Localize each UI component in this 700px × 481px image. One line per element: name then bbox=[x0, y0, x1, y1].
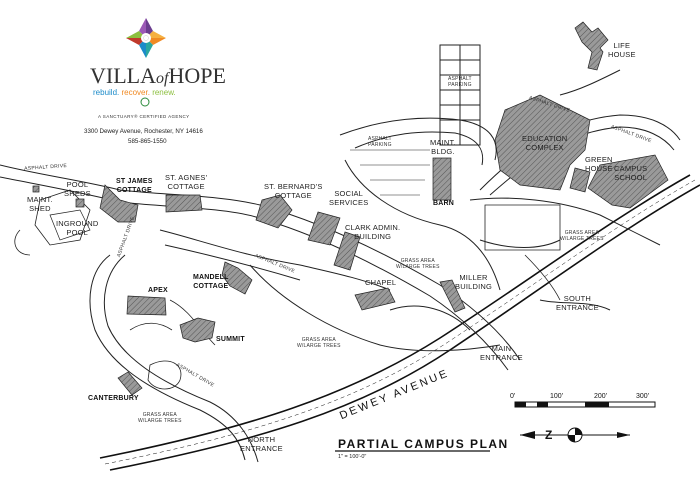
label-miller: MILLER BUILDING bbox=[455, 273, 493, 291]
life-house-building bbox=[574, 21, 609, 71]
label-st-james: ST JAMES COTTAGE bbox=[116, 178, 153, 194]
maint-shed-building bbox=[32, 185, 40, 193]
label-maint-shed: MAINT. SHED bbox=[27, 195, 53, 213]
scale-tick-100: 100' bbox=[550, 393, 564, 400]
label-pool-sheds: POOL SHEDS bbox=[64, 180, 91, 198]
campus-roads bbox=[0, 44, 681, 463]
clark-admin-building bbox=[307, 211, 341, 246]
plan-scale-text: 1" = 100'-0" bbox=[338, 454, 367, 460]
mandell-cottage-building bbox=[221, 261, 253, 295]
social-services-building bbox=[333, 231, 361, 271]
label-parking-2: ASPHALT PARKING bbox=[368, 136, 392, 148]
brand-name-main: VILLA bbox=[90, 63, 156, 88]
brand-phone: 585-865-1550 bbox=[128, 138, 167, 145]
brand-tagline: rebuild. recover. renew. bbox=[93, 88, 176, 97]
tagline-renew: renew. bbox=[152, 88, 176, 97]
label-green-house: GREEN HOUSE bbox=[585, 155, 613, 173]
label-canterbury: CANTERBURY bbox=[88, 395, 139, 402]
sanctuary-seal-icon bbox=[140, 97, 150, 107]
canterbury-building bbox=[117, 371, 143, 396]
education-complex-building bbox=[494, 94, 591, 191]
label-inground-pool: INGROUND POOL bbox=[56, 219, 99, 237]
tagline-rebuild: rebuild. bbox=[93, 88, 120, 97]
chapel-building bbox=[354, 287, 396, 311]
label-mandell: MANDELL COTTAGE bbox=[193, 274, 229, 290]
brand-wordmark: VILLAofHOPE bbox=[90, 63, 226, 89]
sanctuary-line: A SANCTUARY® CERTIFIED AGENCY bbox=[98, 114, 190, 119]
label-grass-area-4: GRASS AREA W/LARGE TREES bbox=[138, 412, 182, 424]
label-maint-bldg: MAINT. BLDG. bbox=[430, 138, 456, 156]
label-campus-school: CAMPUS SCHOOL bbox=[614, 164, 648, 182]
scale-bar bbox=[514, 401, 656, 408]
summit-building bbox=[179, 317, 216, 343]
inground-pool-outline bbox=[49, 209, 91, 241]
buildings bbox=[32, 21, 669, 396]
label-grass-area-2: GRASS AREA W/LARGE TREES bbox=[396, 258, 440, 270]
st-james-cottage-building bbox=[99, 184, 139, 223]
st-agnes-cottage-building bbox=[165, 194, 203, 213]
label-grass-area-3: GRASS AREA W/LARGE TREES bbox=[297, 337, 341, 349]
scale-tick-200: 200' bbox=[594, 393, 608, 400]
pool-sheds-building bbox=[75, 198, 85, 208]
svg-text:Z: Z bbox=[545, 428, 552, 442]
miller-building bbox=[439, 279, 466, 313]
brand-address: 3300 Dewey Avenue, Rochester, NY 14616 bbox=[84, 128, 203, 135]
label-barn: BARN bbox=[433, 200, 455, 207]
label-grass-area-1: GRASS AREA W/LARGE TREES bbox=[560, 230, 604, 242]
label-summit: SUMMIT bbox=[216, 336, 245, 343]
brand-name-of: of bbox=[155, 70, 169, 87]
maint-bldg-building bbox=[432, 157, 452, 201]
scale-tick-300: 300' bbox=[636, 393, 650, 400]
label-life-house: LIFE HOUSE bbox=[608, 41, 636, 59]
green-house-building bbox=[569, 167, 591, 193]
label-social-services: SOCIAL SERVICES bbox=[329, 189, 369, 207]
label-st-agnes: ST. AGNES' COTTAGE bbox=[165, 173, 208, 191]
label-clark-admin: CLARK ADMIN. BUILDING bbox=[345, 223, 401, 241]
brand-name-hope: HOPE bbox=[168, 63, 226, 88]
apex-building bbox=[126, 295, 167, 316]
label-parking-1: ASPHALT PARKING bbox=[448, 76, 472, 88]
label-st-bernards: ST. BERNARD'S COTTAGE bbox=[264, 182, 323, 200]
label-north-entrance: NORTH ENTRANCE bbox=[240, 435, 283, 453]
north-arrow-icon: Z bbox=[520, 427, 630, 443]
label-chapel: CHAPEL bbox=[365, 278, 397, 287]
scale-tick-0: 0' bbox=[510, 393, 516, 400]
label-south-entrance: SOUTH ENTRANCE bbox=[556, 294, 599, 312]
label-education-complex: EDUCATION COMPLEX bbox=[522, 134, 568, 152]
label-apex: APEX bbox=[148, 287, 168, 294]
st-bernards-cottage-building bbox=[255, 194, 293, 229]
tagline-recover: recover. bbox=[121, 88, 150, 97]
plan-title: PARTIAL CAMPUS PLAN bbox=[338, 437, 509, 451]
campus-school-building bbox=[587, 154, 669, 209]
logo-emblem bbox=[126, 18, 166, 58]
label-main-entrance: MAIN ENTRANCE bbox=[480, 344, 523, 362]
